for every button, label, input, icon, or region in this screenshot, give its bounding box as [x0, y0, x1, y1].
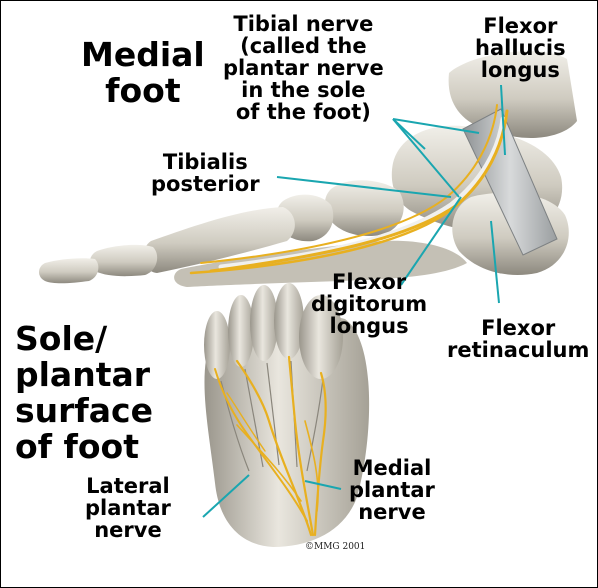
sole-title: Sole/ plantar surface of foot [15, 321, 153, 465]
lateral-plantar-nerve-label: Lateral plantar nerve [85, 475, 171, 541]
medial-plantar-nerve-label: Medial plantar nerve [349, 457, 435, 523]
flexor-hallucis-longus-label: Flexor hallucis longus [475, 15, 566, 81]
tibial-nerve-label: Tibial nerve (called the plantar nerve i… [223, 13, 384, 123]
flexor-digitorum-longus-label: Flexor digitorum longus [311, 271, 427, 337]
copyright-notice: ©MMG 2001 [305, 542, 365, 552]
medial-foot-title: Medial foot [81, 37, 205, 109]
tibialis-posterior-label: Tibialis posterior [151, 151, 260, 195]
flexor-retinaculum-label: Flexor retinaculum [447, 317, 589, 361]
